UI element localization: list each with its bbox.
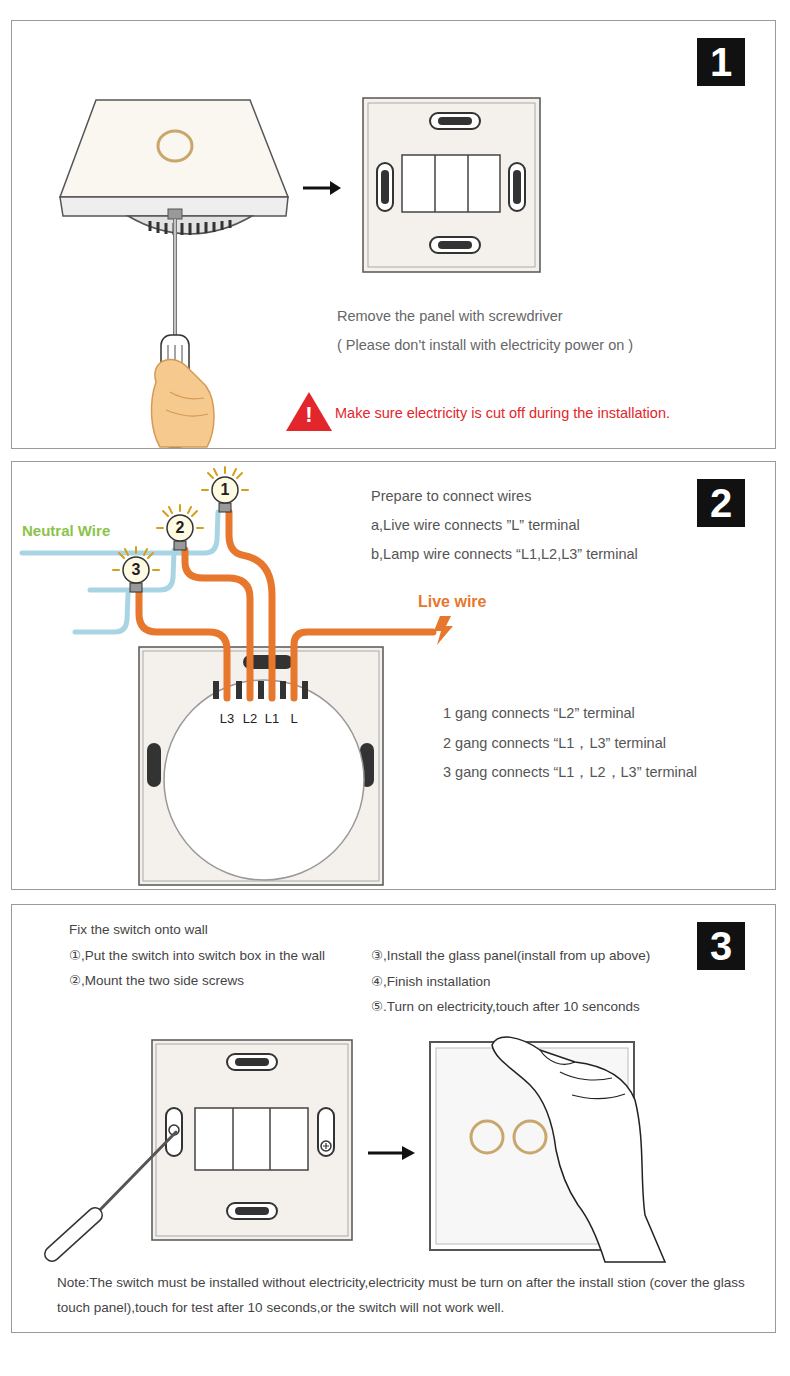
step-text: ①,Put the switch into switch box in the …: [69, 948, 325, 964]
switch-base-figure: [139, 647, 383, 885]
switch-base-figure: [152, 1040, 352, 1240]
step-badge: 3: [697, 922, 745, 970]
step-badge: 1: [697, 38, 745, 86]
instruction-text: b,Lamp wire connects “L1,L2,L3” terminal: [371, 546, 638, 563]
step-text: ④,Finish installation: [371, 974, 490, 990]
instruction-text: Fix the switch onto wall: [69, 922, 208, 938]
terminal-label: L: [283, 711, 305, 727]
lamp-bulb: 2: [165, 513, 195, 543]
glass-panel-figure: [430, 1037, 665, 1262]
arrow: [303, 181, 341, 195]
step-number: 1: [697, 38, 745, 86]
warning-icon: [286, 392, 332, 431]
gang-text: 3 gang connects “L1，L2，L3” terminal: [443, 764, 697, 781]
instruction-text: Prepare to connect wires: [371, 488, 531, 505]
switch-base-figure: [363, 98, 540, 272]
warning-text: Make sure electricity is cut off during …: [335, 405, 670, 422]
step-panel: Fix the switch onto wall ①,Put the switch…: [11, 904, 776, 1333]
screwdriver: [52, 1132, 176, 1254]
lightning-bolt: [434, 616, 453, 645]
step-panel: Prepare to connect wires a,Live wire conn…: [11, 461, 776, 890]
lamp-bulb: 3: [121, 555, 151, 585]
switch-removal-figure: [60, 100, 288, 447]
step-number: 2: [697, 479, 745, 527]
instruction-text: Remove the panel with screwdriver: [337, 308, 563, 325]
bulb-number: 2: [165, 513, 195, 543]
instruction-text: ( Please don't install with electricity …: [337, 337, 633, 354]
gang-text: 2 gang connects “L1，L3” terminal: [443, 735, 666, 752]
note-text: Note:The switch must be installed withou…: [57, 1270, 772, 1320]
gang-text: 1 gang connects “L2” terminal: [443, 705, 635, 722]
arrow: [368, 1146, 415, 1160]
warning-mark: !: [299, 403, 319, 427]
terminal-label: L1: [261, 711, 283, 727]
instruction-text: a,Live wire connects ”L” terminal: [371, 517, 580, 534]
wire-label: Neutral Wire: [22, 522, 110, 540]
wire-label: Live wire: [418, 592, 486, 611]
lamp-wire: [139, 512, 433, 698]
bulb-number: 3: [121, 555, 151, 585]
lamp-bulb: 1: [210, 475, 240, 505]
terminal-label: L2: [239, 711, 261, 727]
bulb-number: 1: [210, 475, 240, 505]
step-text: ⑤.Turn on electricity,touch after 10 sen…: [371, 999, 640, 1015]
step-text: ③,Install the glass panel(install from u…: [371, 948, 650, 964]
step-badge: 2: [697, 479, 745, 527]
bulb-rays: [113, 467, 248, 570]
step-number: 3: [697, 922, 745, 970]
step-text: ②,Mount the two side screws: [69, 973, 244, 989]
terminal-label: L3: [216, 711, 238, 727]
step-panel: Remove the panel with screwdriver ( Pleas…: [11, 20, 776, 449]
